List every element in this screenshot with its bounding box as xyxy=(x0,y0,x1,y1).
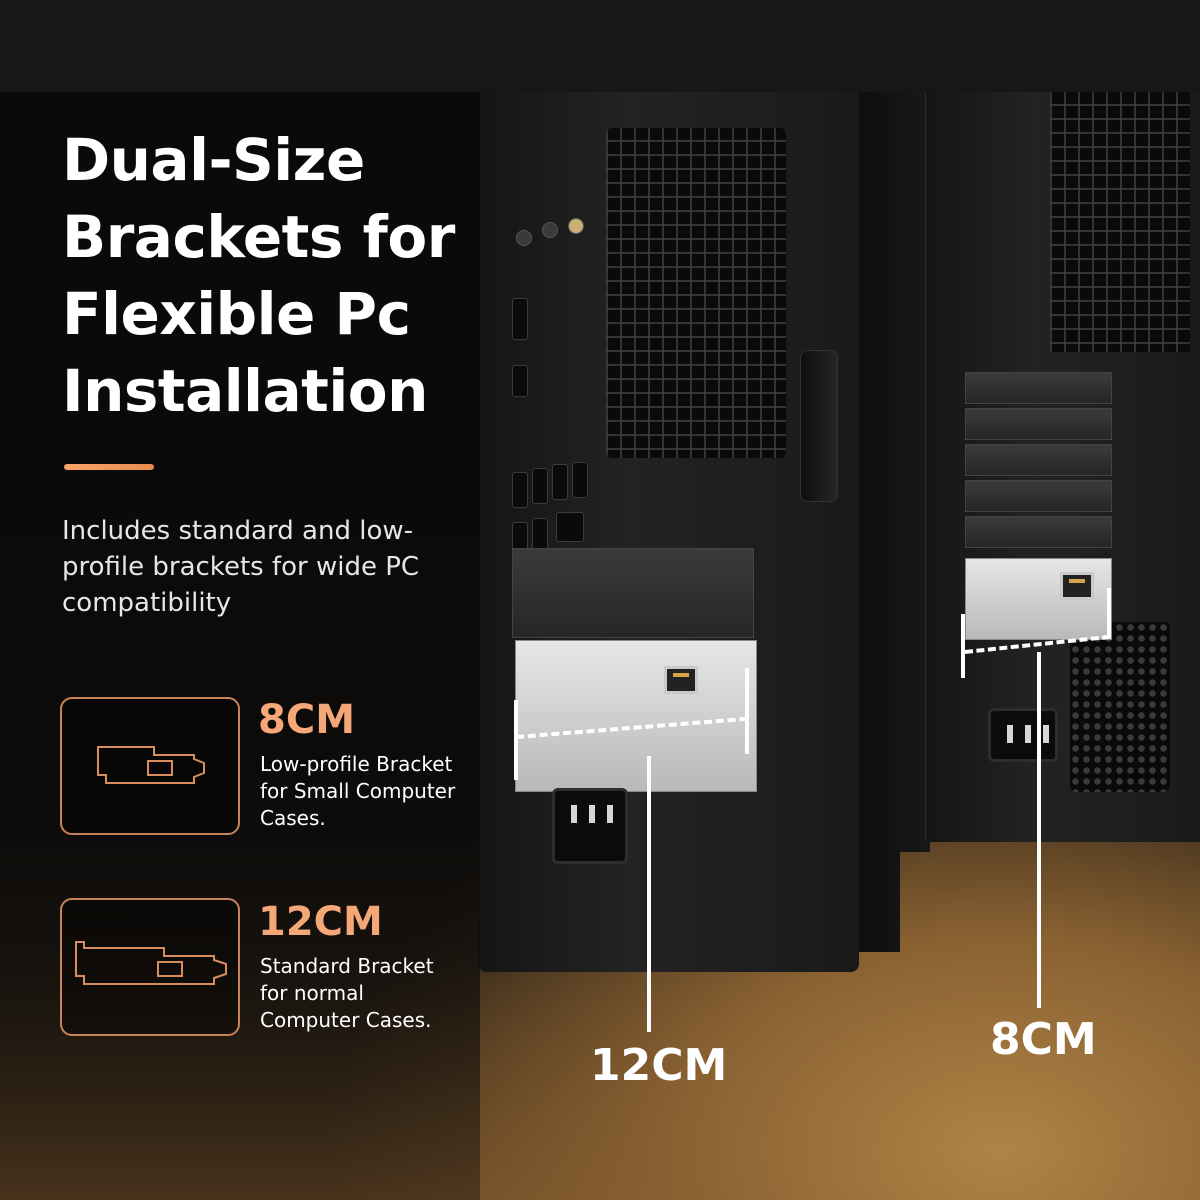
power-socket-icon xyxy=(988,708,1058,762)
hdmi-port-icon xyxy=(512,365,528,397)
usb-port-icon xyxy=(532,468,548,504)
power-socket-icon xyxy=(552,788,628,864)
lan-port-icon xyxy=(556,512,584,542)
usb-port-icon xyxy=(512,472,528,508)
feature-text-12cm: Standard Bracket for normal Computer Cas… xyxy=(260,954,434,1032)
slot-cover xyxy=(965,444,1112,476)
bracket-edge-marker xyxy=(961,614,965,678)
8cm-leader-line xyxy=(1037,652,1041,1008)
right-tower-vent xyxy=(1050,92,1190,352)
feature-text-8cm: Low-profile Bracket for Small Computer C… xyxy=(260,752,456,830)
slot-cover xyxy=(965,372,1112,404)
usb-port-icon xyxy=(552,464,568,500)
top-bar xyxy=(0,0,1200,92)
tower-handle xyxy=(800,350,838,502)
feature-icon-box-8cm xyxy=(60,697,240,835)
bracket-edge-marker xyxy=(514,700,518,780)
slot-cover xyxy=(965,480,1112,512)
slot-cover xyxy=(965,408,1112,440)
bracket-edge-marker xyxy=(1107,588,1111,638)
audio-jack-icon xyxy=(542,222,558,238)
left-tower-fan-vent xyxy=(606,128,786,458)
standard-nic-bracket xyxy=(515,640,757,792)
audio-jack-icon xyxy=(568,218,584,234)
bracket-edge-marker xyxy=(745,668,749,754)
audio-jack-icon xyxy=(516,230,532,246)
usb-port-icon xyxy=(572,462,588,498)
slot-cover xyxy=(512,548,754,638)
slot-cover xyxy=(965,516,1112,548)
ethernet-port-icon xyxy=(1060,572,1094,600)
feature-title-12cm: 12CM xyxy=(258,899,383,945)
left-tower-side xyxy=(852,92,900,952)
feature-title-8cm: 8CM xyxy=(258,697,355,743)
ethernet-port-icon xyxy=(664,666,698,694)
12cm-measure-label: 12CM xyxy=(590,1040,728,1091)
right-psu-vent xyxy=(1070,622,1170,792)
feature-icon-box-12cm xyxy=(60,898,240,1036)
low-profile-bracket-icon xyxy=(97,746,205,784)
standard-bracket-icon xyxy=(75,941,227,985)
accent-divider xyxy=(64,464,154,470)
left-text-panel xyxy=(0,92,480,1200)
12cm-leader-line xyxy=(647,756,651,1032)
display-port-icon xyxy=(512,298,528,340)
description-text: Includes standard and low-profile bracke… xyxy=(62,516,420,618)
page-title: Dual-Size Brackets for Flexible Pc Insta… xyxy=(62,126,455,425)
8cm-measure-label: 8CM xyxy=(990,1014,1097,1065)
